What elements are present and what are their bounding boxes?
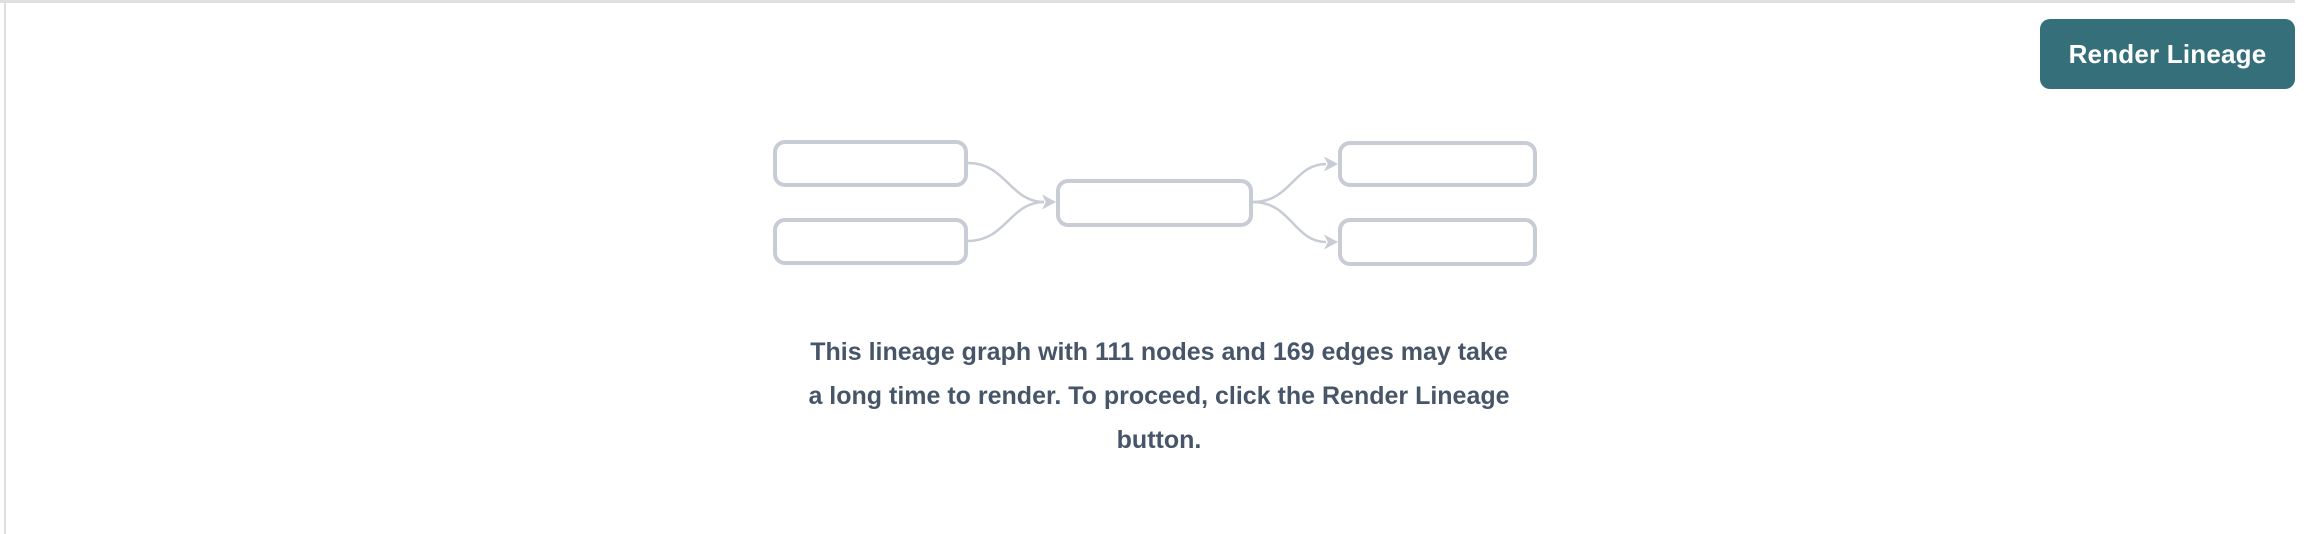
lineage-arrowheads xyxy=(1042,156,1338,250)
edge-left-bottom xyxy=(967,200,1045,243)
edge-left-top xyxy=(967,161,1045,204)
render-warning-line-3: button. xyxy=(1116,426,1202,454)
pane-top-border xyxy=(0,0,2295,3)
pane-left-border xyxy=(4,0,6,534)
lineage-edges xyxy=(967,161,1327,244)
node-box-middle xyxy=(1056,179,1253,227)
edge-right-top xyxy=(1252,162,1327,204)
node-box-right-bottom xyxy=(1338,218,1537,266)
render-warning-line-2: a long time to render. To proceed, click… xyxy=(808,382,1510,410)
edge-right-bottom xyxy=(1252,200,1327,244)
arrowhead-middle xyxy=(1042,194,1056,210)
arrowhead-right-top xyxy=(1324,156,1338,172)
render-warning-message: This lineage graph with 111 nodes and 16… xyxy=(734,330,1584,462)
lineage-placeholder-svg xyxy=(773,140,1537,266)
arrowhead-right-bottom xyxy=(1324,234,1338,250)
lineage-node-boxes xyxy=(773,140,1537,266)
render-lineage-button[interactable]: Render Lineage xyxy=(2040,19,2295,89)
node-box-left-bottom xyxy=(773,218,968,265)
node-box-right-top xyxy=(1338,141,1537,187)
render-warning-line-1: This lineage graph with 111 nodes and 16… xyxy=(810,338,1508,366)
node-box-left-top xyxy=(773,140,968,187)
lineage-placeholder-graphic xyxy=(760,130,1550,275)
